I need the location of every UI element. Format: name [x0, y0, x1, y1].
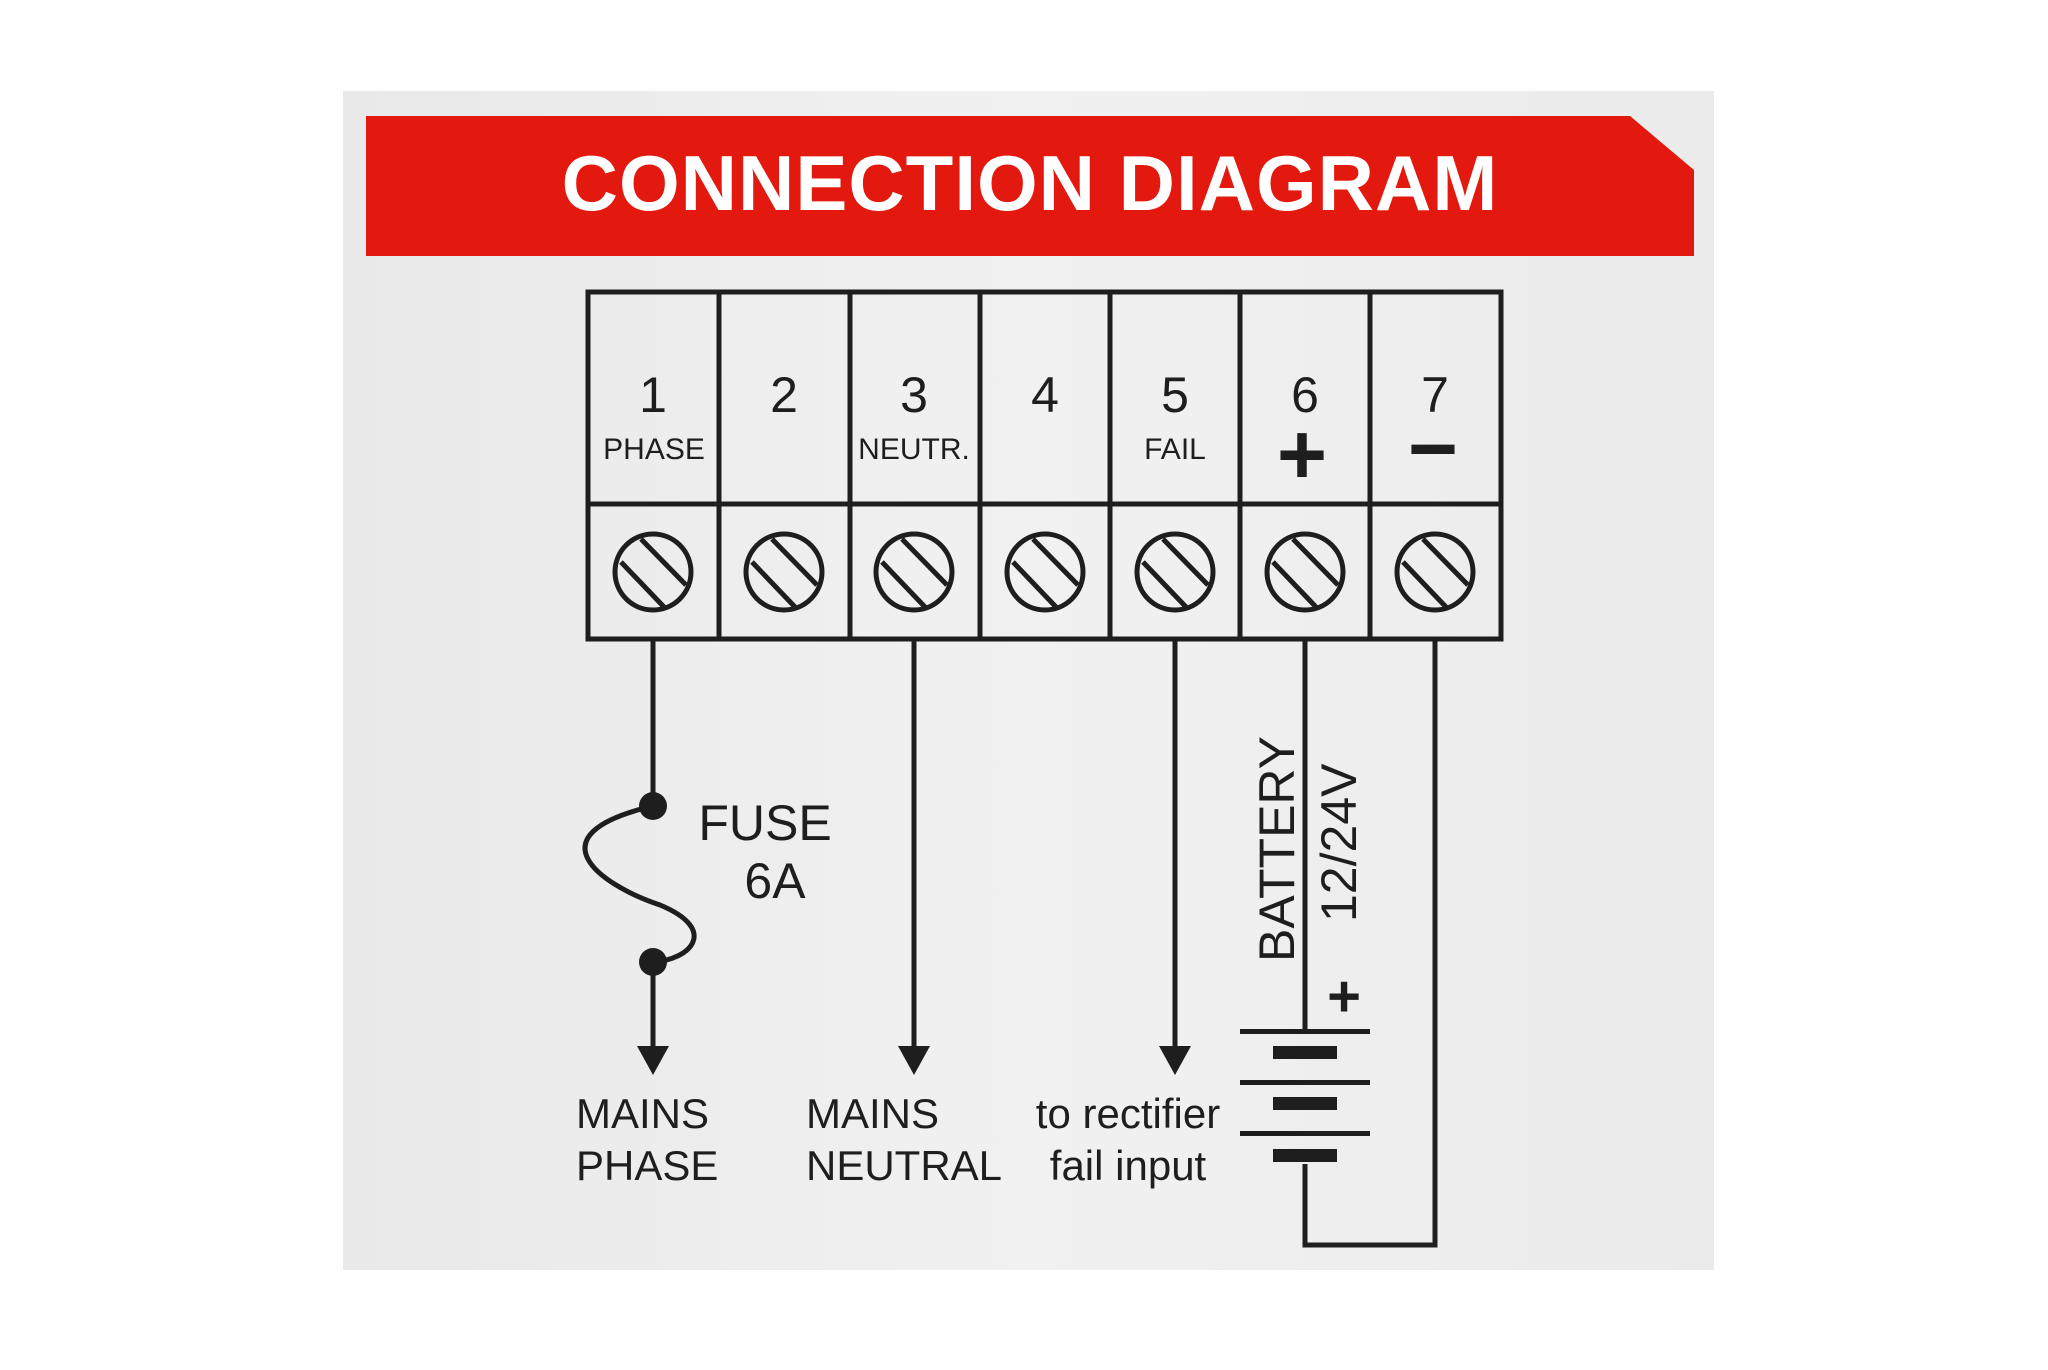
- rectifier-label-2: fail input: [1050, 1142, 1207, 1189]
- fuse-label: FUSE: [698, 795, 831, 851]
- terminal-5-label: FAIL: [1144, 433, 1206, 466]
- fuse-contact-top: [639, 792, 667, 820]
- terminal-4-number: 4: [1031, 367, 1059, 423]
- mains-neutral-label-2: NEUTRAL: [806, 1142, 1002, 1189]
- terminal-7-minus-sign: −: [1408, 401, 1458, 497]
- terminal-7-number: 7: [1421, 367, 1449, 423]
- mains-phase-label-2: PHASE: [576, 1142, 718, 1189]
- screw-icon: [612, 531, 694, 613]
- terminal-1-number: 1: [639, 367, 667, 423]
- phase-arrow-icon: [637, 1046, 669, 1075]
- mains-phase-label-1: MAINS: [576, 1090, 709, 1137]
- phase-wire: [582, 639, 697, 1048]
- page-title: CONNECTION DIAGRAM: [561, 138, 1499, 227]
- terminal-separators: [716, 292, 1373, 639]
- fuse-symbol: [582, 803, 697, 965]
- terminal-6-plus-sign: +: [1277, 407, 1327, 503]
- battery-wiring: [1302, 639, 1438, 1248]
- screw-icon: [1264, 531, 1346, 613]
- battery-plus-sign: +: [1327, 964, 1361, 1029]
- neutral-arrow-icon: [898, 1046, 930, 1075]
- terminal-5-number: 5: [1161, 367, 1189, 423]
- battery-symbol: [1240, 1029, 1370, 1162]
- terminal-3-number: 3: [900, 367, 928, 423]
- screw-icon: [743, 531, 825, 613]
- fuse-rating: 6A: [744, 853, 806, 909]
- screw-icon: [1134, 531, 1216, 613]
- fail-arrow-icon: [1159, 1046, 1191, 1075]
- terminal-block: [585, 289, 1504, 642]
- screw-icon: [1004, 531, 1086, 613]
- fuse-contact-bottom: [639, 948, 667, 976]
- diagram-panel: [343, 91, 1714, 1270]
- screw-icon: [1394, 531, 1476, 613]
- mains-neutral-label-1: MAINS: [806, 1090, 939, 1137]
- terminal-2-number: 2: [770, 367, 798, 423]
- terminal-3-label: NEUTR.: [858, 433, 970, 466]
- terminal-1-label: PHASE: [603, 433, 705, 466]
- battery-voltage: 12/24V: [1311, 763, 1367, 922]
- terminal-6-number: 6: [1291, 367, 1319, 423]
- battery-label: BATTERY: [1249, 736, 1305, 962]
- rectifier-label-1: to rectifier: [1036, 1090, 1220, 1137]
- screw-icon: [873, 531, 955, 613]
- screw-icons: [612, 531, 1476, 613]
